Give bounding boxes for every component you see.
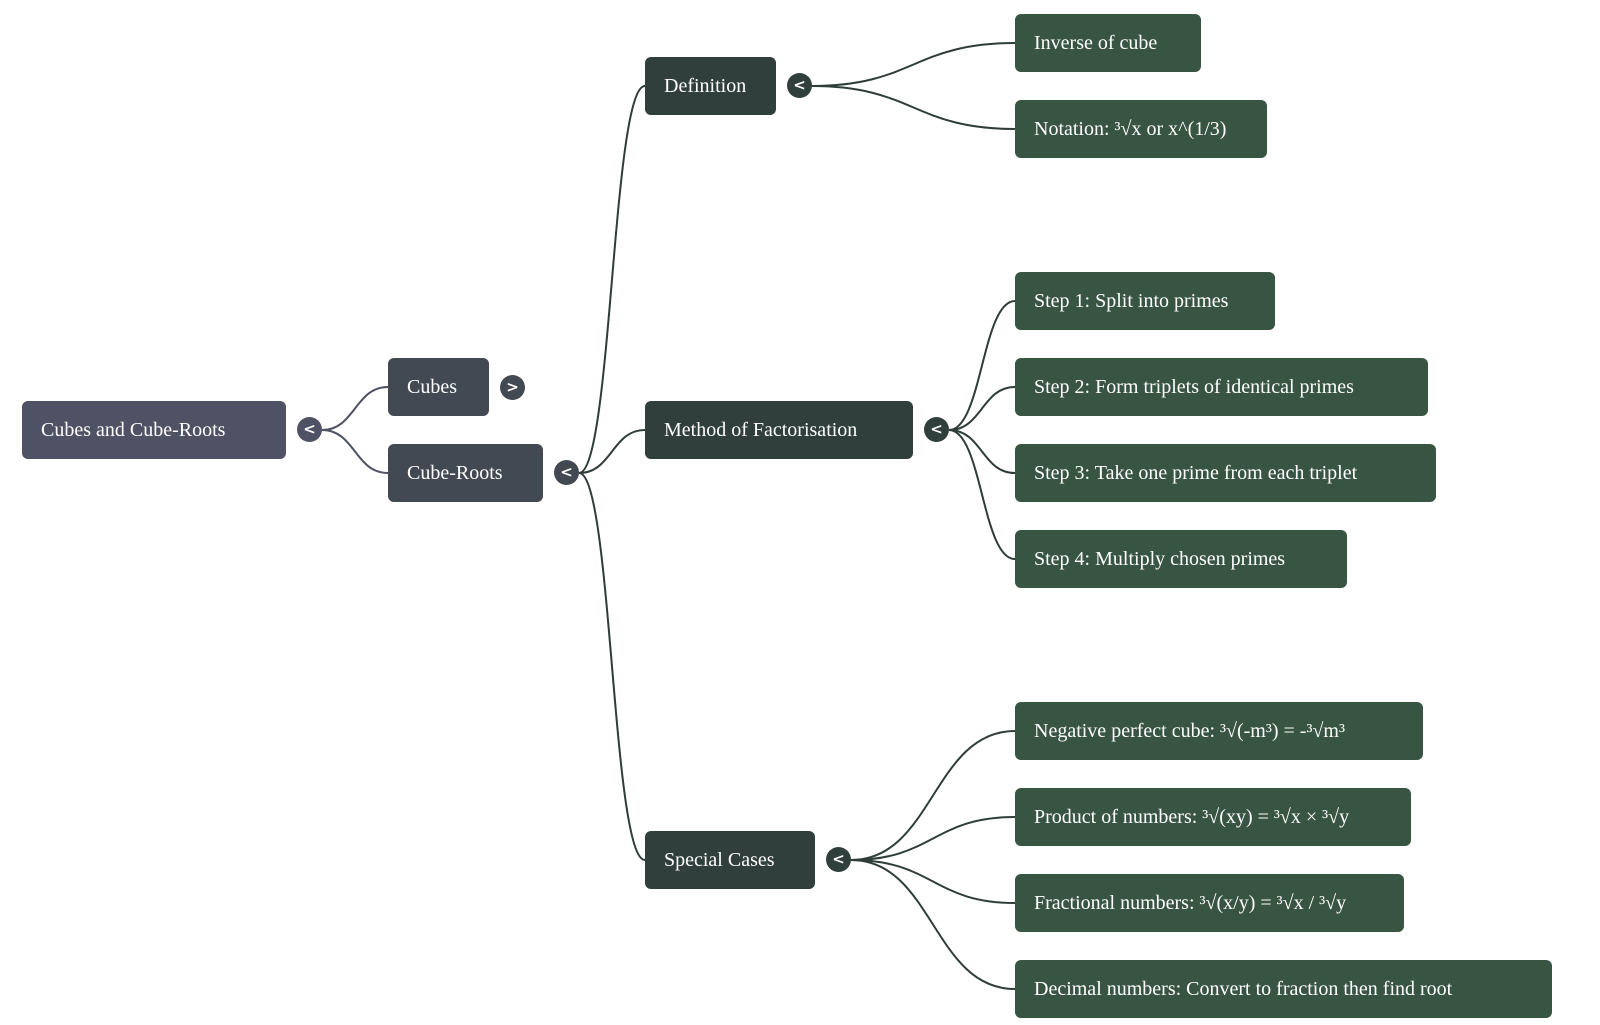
link-cube-roots-method (578, 429, 646, 474)
branch-node-cube-roots[interactable]: Cube-Roots (388, 444, 543, 502)
link-special-leaf (850, 859, 1016, 990)
topic-node-definition[interactable]: Definition (645, 57, 776, 115)
root-node[interactable]: Cubes and Cube-Roots (22, 401, 286, 459)
collapse-toggle-icon[interactable]: < (924, 417, 949, 442)
collapse-toggle-icon[interactable]: < (554, 460, 579, 485)
link-method-leaf (948, 386, 1016, 431)
leaf-node[interactable]: Inverse of cube (1015, 14, 1201, 72)
link-definition-leaf (811, 85, 1016, 130)
leaf-node[interactable]: Fractional numbers: ³√(x/y) = ³√x / ³√y (1015, 874, 1404, 932)
collapse-toggle-icon[interactable]: < (787, 73, 812, 98)
link-cube-roots-special-cases (578, 472, 646, 861)
leaf-node[interactable]: Step 1: Split into primes (1015, 272, 1275, 330)
link-definition-leaf (811, 42, 1016, 87)
leaf-node[interactable]: Step 2: Form triplets of identical prime… (1015, 358, 1428, 416)
link-root-cube-roots (321, 429, 389, 474)
link-special-leaf (850, 859, 1016, 904)
collapse-toggle-icon[interactable]: < (826, 847, 851, 872)
link-method-leaf (948, 300, 1016, 431)
link-method-leaf (948, 429, 1016, 560)
collapse-toggle-icon[interactable]: < (297, 417, 322, 442)
topic-node-special-cases[interactable]: Special Cases (645, 831, 815, 889)
leaf-node[interactable]: Step 4: Multiply chosen primes (1015, 530, 1347, 588)
leaf-node[interactable]: Negative perfect cube: ³√(-m³) = -³√m³ (1015, 702, 1423, 760)
link-cube-roots-definition (578, 85, 646, 474)
leaf-node[interactable]: Decimal numbers: Convert to fraction the… (1015, 960, 1552, 1018)
leaf-node[interactable]: Product of numbers: ³√(xy) = ³√x × ³√y (1015, 788, 1411, 846)
link-root-cubes (321, 386, 389, 431)
leaf-node[interactable]: Notation: ³√x or x^(1/3) (1015, 100, 1267, 158)
link-special-leaf (850, 730, 1016, 861)
topic-node-method-of-factorisation[interactable]: Method of Factorisation (645, 401, 913, 459)
link-special-leaf (850, 816, 1016, 861)
expand-toggle-icon[interactable]: > (500, 375, 525, 400)
leaf-node[interactable]: Step 3: Take one prime from each triplet (1015, 444, 1436, 502)
link-method-leaf (948, 429, 1016, 474)
branch-node-cubes[interactable]: Cubes (388, 358, 489, 416)
